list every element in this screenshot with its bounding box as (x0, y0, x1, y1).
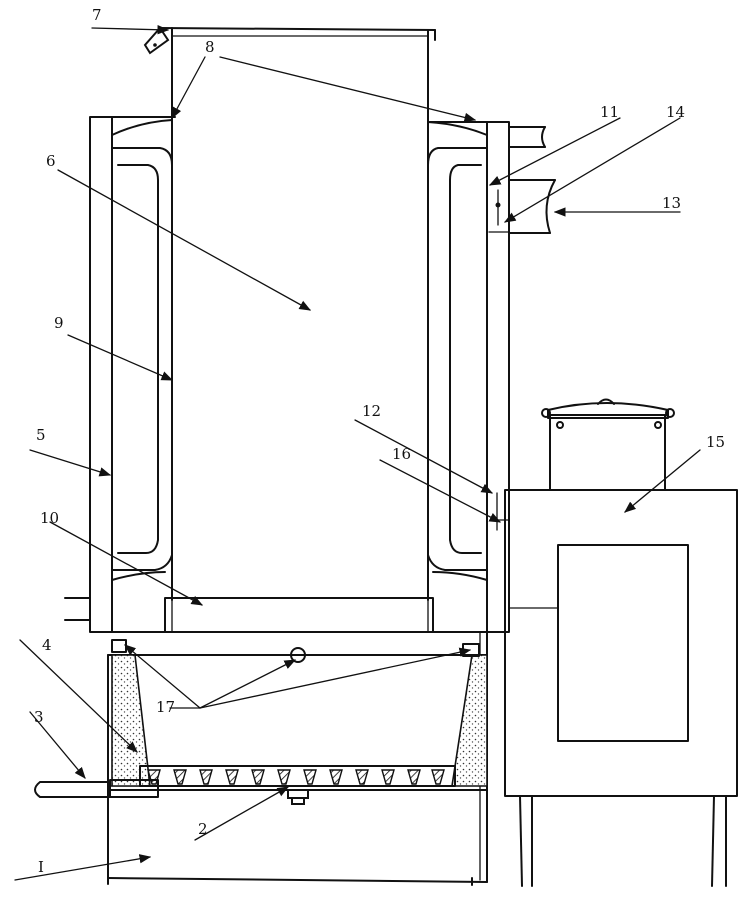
callout-14: 14 (666, 103, 685, 121)
callout-11: 11 (600, 103, 619, 121)
leader-lines (14, 25, 701, 881)
firebox (34, 631, 488, 886)
stove (504, 398, 738, 887)
callout-5: 5 (36, 426, 46, 444)
callout-4: 4 (42, 636, 52, 654)
outer-shell (64, 116, 556, 633)
callout-8: 8 (205, 38, 215, 56)
callout-6: 6 (46, 152, 56, 170)
callout-15: 15 (706, 433, 725, 451)
callout-16: 16 (392, 445, 411, 463)
container (111, 26, 488, 633)
callout-2: 2 (198, 820, 208, 838)
callout-labels: 7 8 6 9 5 10 11 14 13 12 16 15 4 3 17 2 … (34, 6, 725, 876)
callout-17: 17 (156, 698, 175, 716)
callout-10: 10 (40, 509, 59, 527)
callout-7: 7 (92, 6, 102, 24)
callout-9: 9 (54, 314, 64, 332)
inner-flue-jacket (111, 119, 488, 581)
callout-1: I (38, 858, 44, 876)
callout-13: 13 (662, 194, 681, 212)
callout-12: 12 (362, 402, 381, 420)
callout-3: 3 (34, 708, 44, 726)
